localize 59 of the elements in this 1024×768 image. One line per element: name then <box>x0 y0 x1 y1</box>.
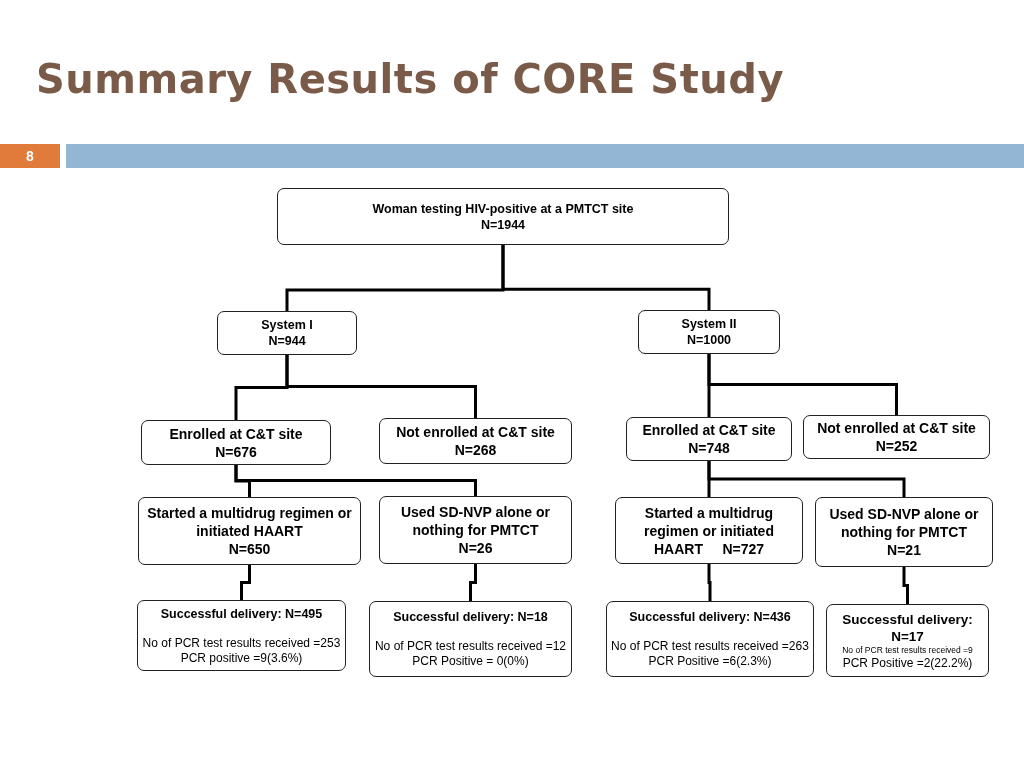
box-text: Started a multidrug regimen or initiated HAART <box>146 504 353 540</box>
flow-box <box>615 497 803 564</box>
box-text: PCR positive =9(3.6%) <box>180 650 303 666</box>
connector-line <box>501 245 711 310</box>
box-text: System I <box>261 317 313 333</box>
box-text: Enrolled at C&T site <box>169 424 303 443</box>
flow-box <box>826 604 989 677</box>
slide-title: Summary Results of CORE Study <box>36 56 784 102</box>
flow-box <box>141 420 331 465</box>
box-text: N=650 <box>228 540 271 558</box>
box-text: Successful delivery: N=436 <box>629 609 791 625</box>
connector-line <box>707 564 712 601</box>
flow-box <box>626 417 792 461</box>
flow-box <box>803 415 990 459</box>
box-text: System II <box>681 316 737 332</box>
box-text: Successful delivery: N=495 <box>160 605 323 622</box>
box-text: N=252 <box>875 437 918 455</box>
box-text: PCR Positive = 0(0%) <box>412 654 529 669</box>
box-text: N=1000 <box>686 332 732 348</box>
flow-box <box>606 601 814 677</box>
box-text: N=26 <box>458 539 493 557</box>
connector-line <box>707 354 898 415</box>
connector-line <box>285 355 477 418</box>
slide-number: 8 <box>0 144 60 168</box>
flow-box <box>137 600 346 671</box>
box-text: Not enrolled at C&T site <box>817 419 976 437</box>
box-text: Not enrolled at C&T site <box>396 423 555 441</box>
box-text: N=748 <box>688 439 730 457</box>
box-text: Enrolled at C&T site <box>642 421 776 439</box>
box-text: Started a multidrug regimen or initiated HAART N=727 <box>643 503 775 558</box>
box-text: Woman testing HIV-positive at a PMTCT site <box>372 200 634 217</box>
flow-box <box>369 601 572 677</box>
box-text: N=21 <box>887 541 921 559</box>
connector-line <box>234 465 477 496</box>
flow-box <box>638 310 780 354</box>
box-text: No of PCR test results received =12 <box>374 639 567 654</box>
flow-box <box>379 418 572 464</box>
flow-box <box>217 311 357 355</box>
box-text: No of PCR test results received =9 <box>842 644 973 656</box>
flow-box <box>815 497 993 567</box>
box-text: Used SD-NVP alone or nothing for PMTCT <box>399 503 552 539</box>
box-text: N=1944 <box>480 216 526 233</box>
connector-line <box>707 461 906 497</box>
flow-box <box>379 496 572 564</box>
flow-box <box>138 497 361 565</box>
box-text: No of PCR test results received =263 <box>611 639 809 654</box>
box-text: PCR Positive =2(22.2%) <box>842 655 973 671</box>
box-text: PCR Positive =6(2.3%) <box>648 654 772 669</box>
box-text: Successful delivery: N=18 <box>393 609 548 625</box>
connector-line <box>469 564 477 601</box>
box-text: N=676 <box>215 442 257 461</box>
box-text: Successful delivery: N=17 <box>841 610 974 645</box>
flow-box <box>277 188 729 245</box>
connector-line <box>902 567 909 604</box>
box-text: No of PCR test results received =253 <box>142 635 341 651</box>
connector-line <box>240 565 251 600</box>
box-text: N=944 <box>268 333 306 349</box>
box-text: Used SD-NVP alone or nothing for PMTCT <box>828 505 980 541</box>
box-text: N=268 <box>454 441 497 459</box>
